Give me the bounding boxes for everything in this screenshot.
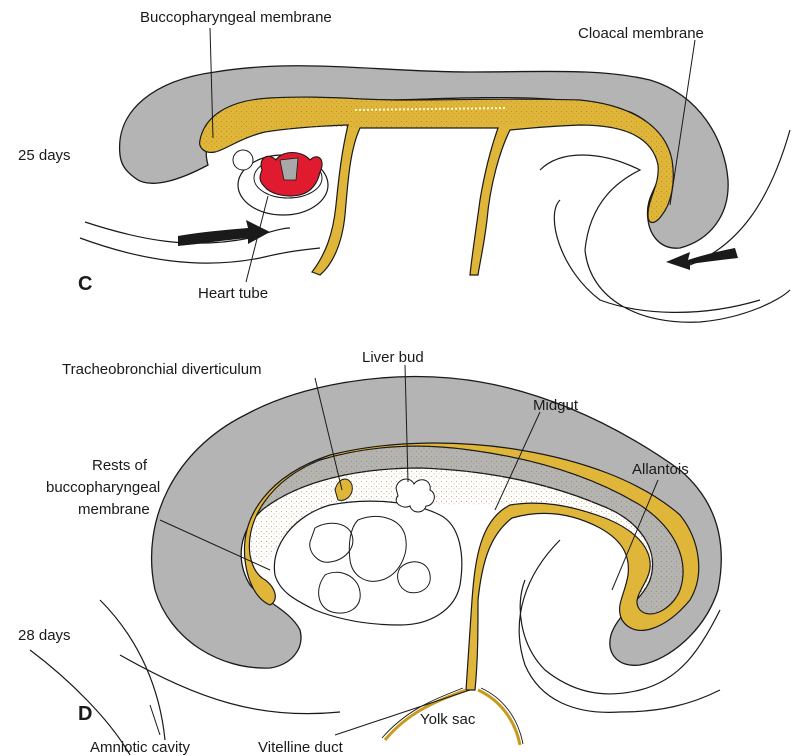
label-amniotic-cavity: Amniotic cavity [90, 739, 191, 756]
label-cloacal-membrane: Cloacal membrane [578, 25, 704, 42]
panel-c-foregut-pouch [233, 150, 253, 170]
label-vitelline-duct: Vitelline duct [258, 739, 344, 756]
label-buccopharyngeal-membrane: Buccopharyngeal membrane [140, 9, 332, 26]
label-midgut: Midgut [533, 397, 579, 414]
label-allantois: Allantois [632, 461, 689, 478]
label-heart-tube: Heart tube [198, 285, 268, 302]
leader-amniotic [150, 705, 160, 735]
panel-c-embryo-body [120, 66, 729, 248]
label-yolk-sac: Yolk sac [420, 711, 476, 728]
panel-c-right-arrow [666, 248, 738, 270]
panel-c: Buccopharyngeal membrane Cloacal membran… [18, 9, 790, 322]
label-liver-bud: Liver bud [362, 349, 424, 366]
label-panel-c: C [78, 273, 92, 295]
panel-d-liver-bud [396, 479, 434, 512]
label-panel-d: D [78, 703, 92, 725]
label-tracheobronchial-diverticulum: Tracheobronchial diverticulum [62, 361, 262, 378]
label-rests-line-3: membrane [78, 501, 150, 518]
label-age-25-days: 25 days [18, 147, 71, 164]
panel-d: Tracheobronchial diverticulum Liver bud … [18, 349, 721, 756]
label-rests-line-1: Rests of [92, 457, 148, 474]
label-age-28-days: 28 days [18, 627, 71, 644]
panel-d-foregut-cavity [274, 501, 461, 625]
label-rests-line-2: buccopharyngeal [46, 479, 160, 496]
